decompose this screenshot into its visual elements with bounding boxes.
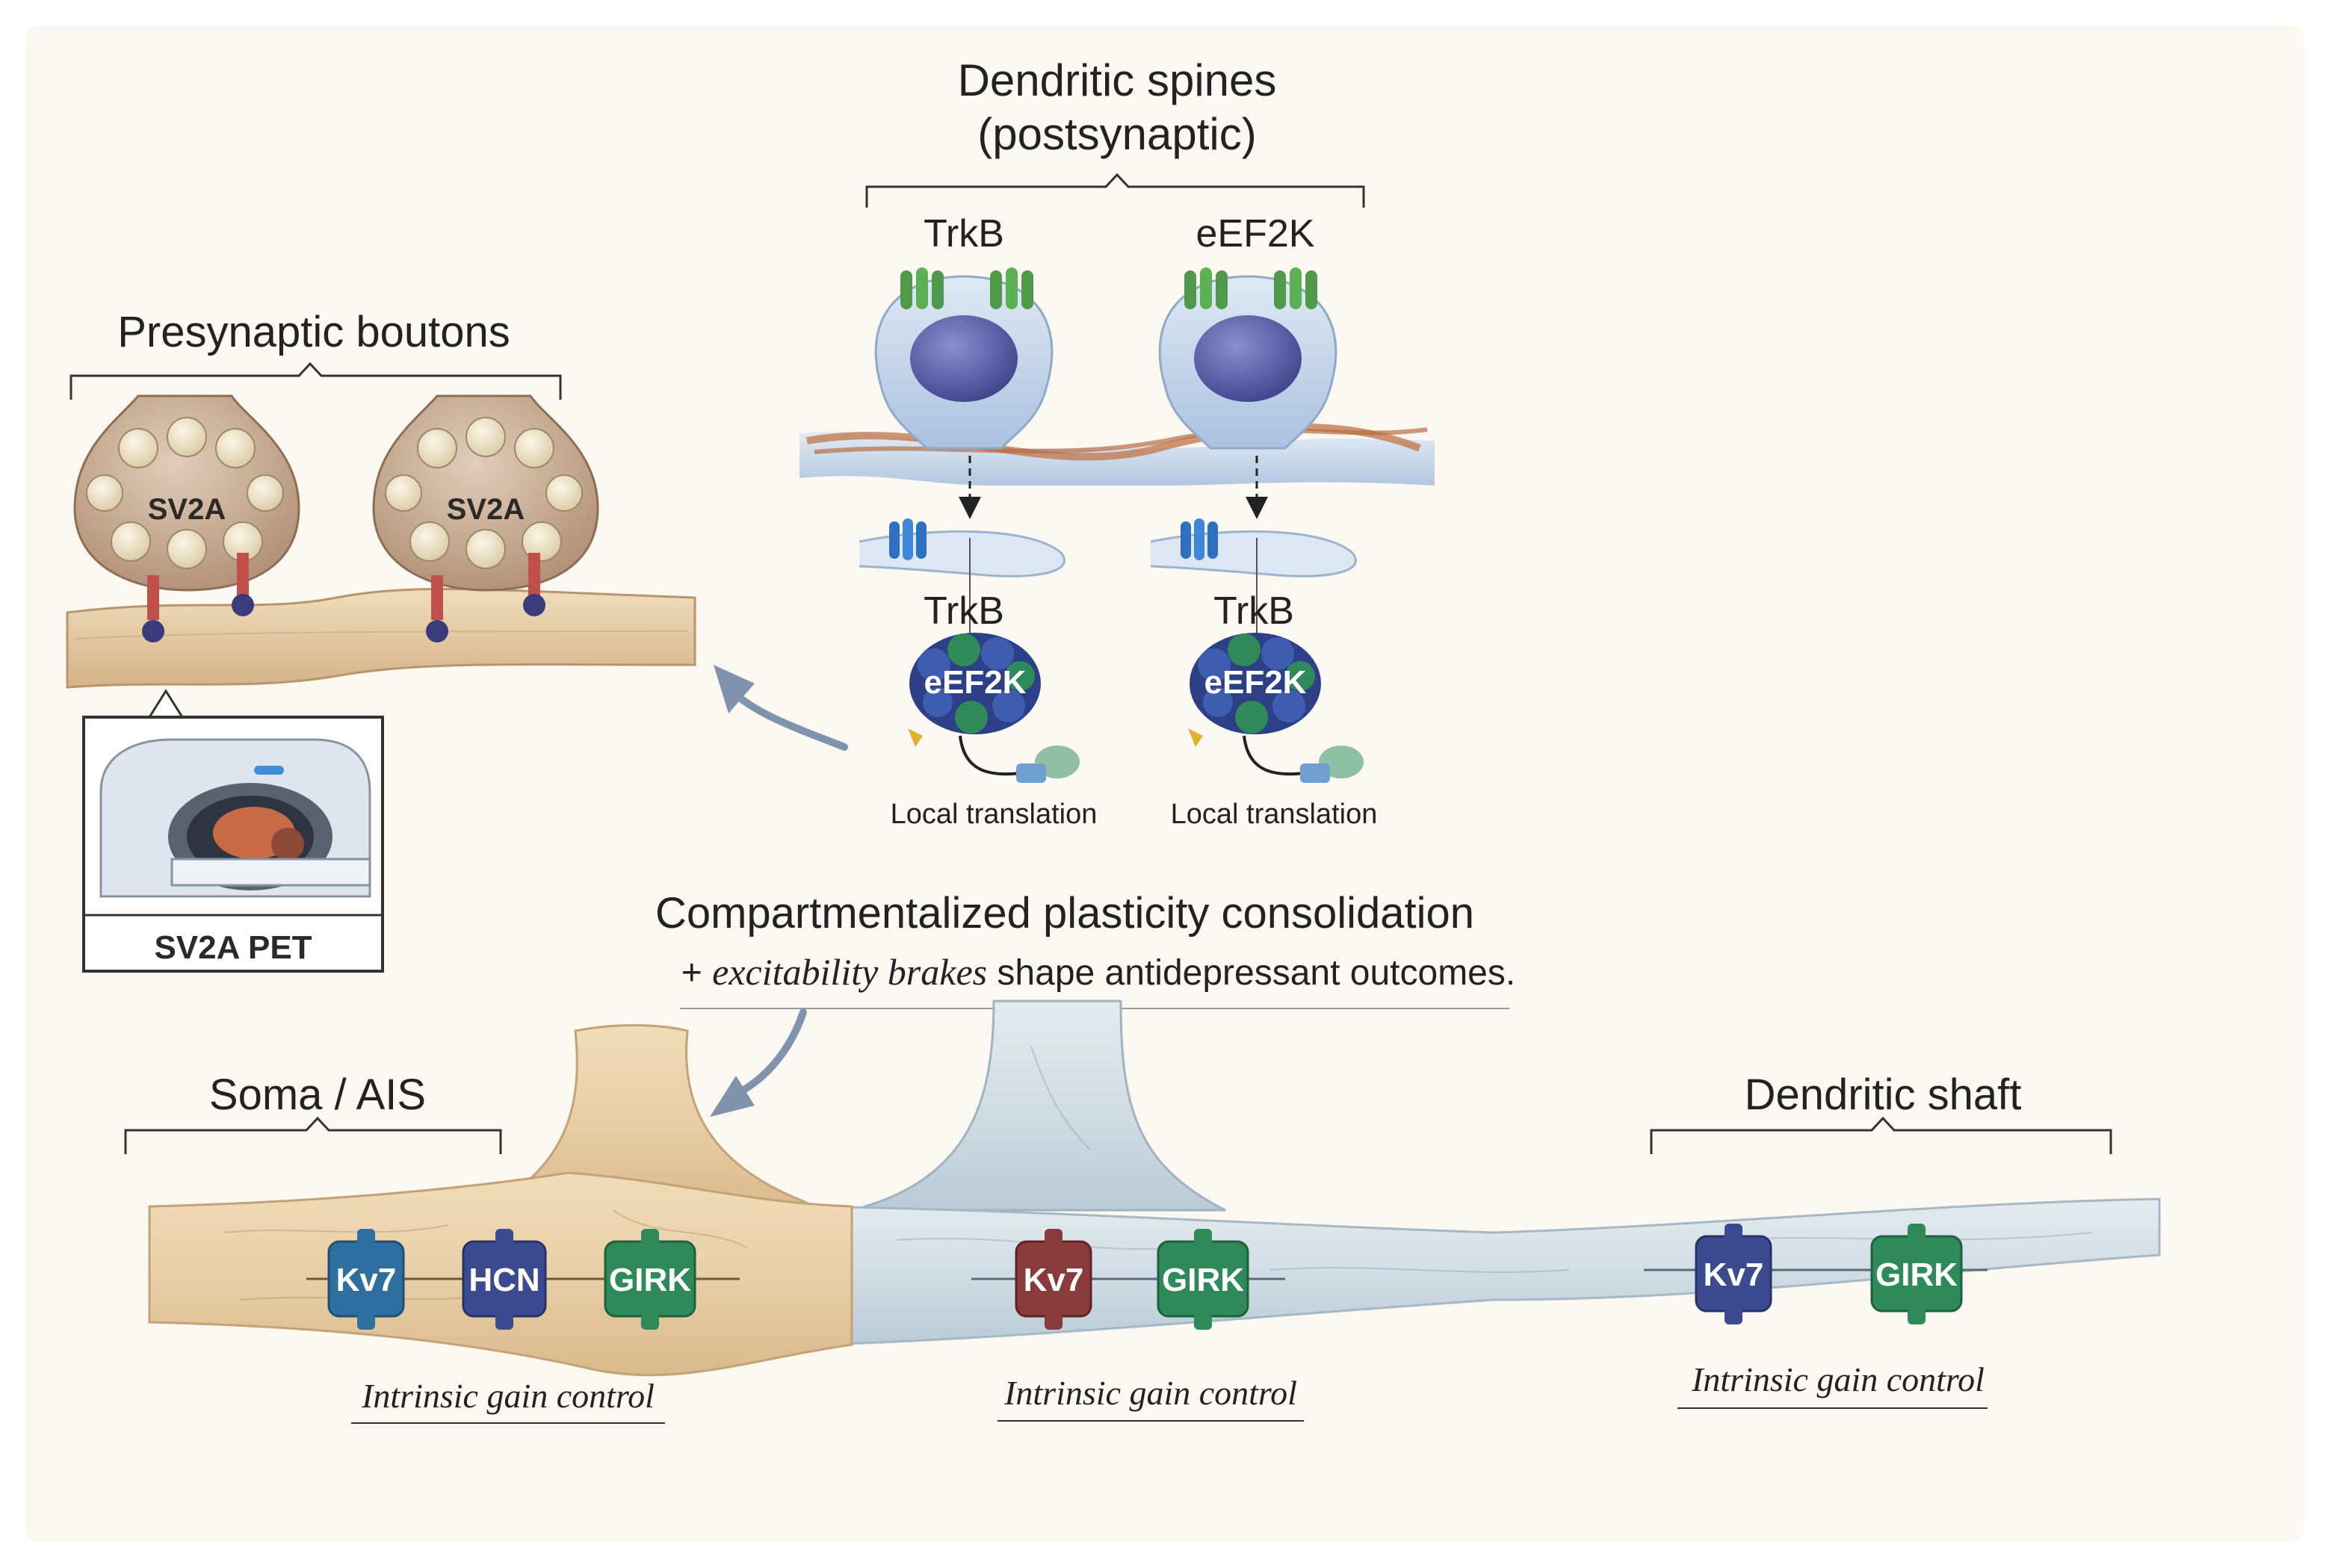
soma-ais-heading: Soma / AIS [209,1070,426,1119]
spine-left-bottom-label: TrkB [924,589,1004,633]
center-subtitle-italic: excitability brakes [712,951,987,993]
release-site-icon [426,553,545,642]
spine-left-top-label: TrkB [924,212,1004,255]
trkb-receptor-icon [1181,518,1218,560]
text-to-soma-arrow [736,1008,807,1096]
pet-label: SV2A PET [154,929,312,966]
channel-group-shaft [1644,1224,1988,1324]
middle-kv7-label: Kv7 [1024,1262,1084,1298]
girk-channel-icon [1157,1229,1249,1330]
spine-left-translation-label: Local translation [891,799,1098,830]
bouton-right-label: SV2A [447,493,525,526]
pet-callout-pointer [148,689,184,718]
kv7-channel-icon [1695,1224,1772,1324]
shaft-bracket [1650,1116,2112,1154]
ribosome-icon [1016,746,1080,783]
synaptic-vesicles-icon [385,417,583,569]
soma-bracket [124,1116,502,1154]
soma-kv7-label: Kv7 [336,1262,397,1298]
dendritic-shaft-heading: Dendritic shaft [1745,1070,2022,1119]
spines-bracket [865,173,1365,208]
pet-scanner-icon [99,738,371,898]
kv7-channel-icon [327,1229,405,1330]
shaft-girk-label: GIRK [1875,1256,1958,1293]
shaft-kv7-label: Kv7 [1704,1256,1764,1293]
translation-strand [1243,735,1305,776]
spine-axon-fiber-2 [814,427,1428,454]
spine-right-bottom-label: TrkB [1213,589,1294,633]
middle-caption: Intrinsic gain control [1003,1374,1297,1412]
trkb-receptor-cluster-icon [900,267,1033,309]
center-subtitle-prefix: + [681,953,712,993]
girk-channel-icon [604,1229,696,1330]
spine-right [1158,267,1337,450]
dendritic-spines-heading: Dendritic spines [958,55,1277,105]
kv7-channel-icon [1015,1229,1092,1330]
spine-left-complex-label: eEF2K [924,664,1027,701]
bouton-right [372,394,599,642]
soma-hcn-label: HCN [468,1262,539,1298]
spine-left [874,267,1054,450]
spine-nucleus [1194,315,1302,402]
trkb-receptor-icon [889,518,927,560]
synaptic-vesicles-icon [86,417,284,569]
spine-left-lower [859,518,1080,783]
soma-caption: Intrinsic gain control [361,1377,655,1415]
boutons-bracket [69,362,562,400]
spine-right-lower [1150,518,1364,783]
spines-to-boutons-arrowhead [714,665,755,713]
translation-strand [959,735,1021,776]
postsynaptic-subheading: (postsynaptic) [977,109,1256,159]
shaft-caption: Intrinsic gain control [1691,1360,1985,1398]
release-site-icon [142,553,254,642]
bouton-left-label: SV2A [148,493,226,526]
center-subtitle: + excitability brakes shape antidepressa… [681,951,1515,993]
spine-nucleus [910,315,1018,402]
middle-girk-label: GIRK [1162,1262,1244,1298]
hcn-channel-icon [462,1229,547,1330]
ribosome-icon [1300,746,1364,783]
soma-stalk [485,1024,808,1212]
center-subtitle-suffix: shape antidepressant outcomes. [987,953,1515,993]
spine-right-top-label: eEF2K [1196,212,1315,255]
spine-right-translation-label: Local translation [1171,799,1378,830]
channel-group-middle [971,1229,1285,1330]
eef2k-complex-icon [908,633,1041,747]
channel-group-soma [306,1229,740,1330]
center-title: Compartmentalized plasticity consolidati… [655,889,1474,938]
girk-channel-icon [1870,1224,1963,1324]
soma-girk-label: GIRK [609,1262,691,1298]
spine-right-complex-label: eEF2K [1204,664,1307,701]
presynaptic-boutons-heading: Presynaptic boutons [117,308,510,356]
eef2k-complex-icon [1188,633,1321,747]
dendritic-shaft-right [805,1197,2161,1346]
spines-to-boutons-arrow [732,691,848,751]
bouton-left [73,394,300,642]
eef2k-receptor-cluster-icon [1184,267,1317,309]
text-to-soma-arrowhead [710,1076,755,1117]
